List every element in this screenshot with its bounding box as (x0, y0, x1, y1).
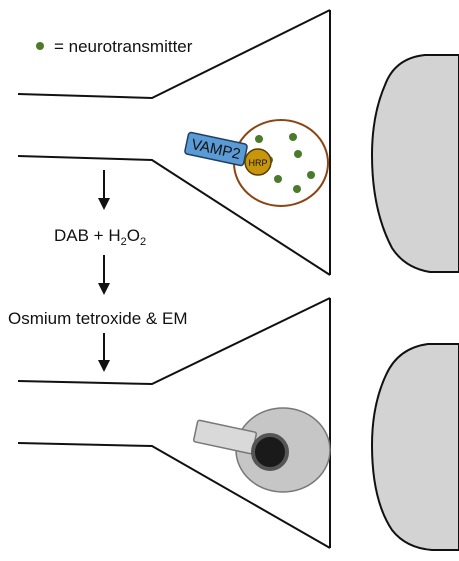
neurotransmitter-dot (255, 135, 263, 143)
hrp-enzyme (244, 148, 272, 176)
legend-neurotransmitter-dot (36, 42, 44, 50)
top-presynaptic-outline-upper (17, 9, 331, 100)
neurotransmitter-dot (293, 185, 301, 193)
legend-label: = neurotransmitter (54, 37, 193, 56)
vamp2-protein: VAMP2 (184, 131, 248, 167)
bottom-presynaptic-outline-upper (17, 297, 331, 386)
step2-label: Osmium tetroxide & EM (8, 309, 188, 328)
bottom-postsynaptic-cell (370, 343, 459, 551)
neurotransmitter-dot (289, 133, 297, 141)
top-presynaptic-outline-lower (17, 155, 331, 276)
neurotransmitter-dot (307, 171, 315, 179)
hrp-label: HRP (248, 158, 267, 168)
down-arrow-2 (98, 255, 110, 295)
neurotransmitter-dot (294, 150, 302, 158)
down-arrow-1 (98, 170, 110, 210)
top-postsynaptic-cell (370, 54, 459, 273)
dense-dab-deposit (251, 433, 289, 471)
neurotransmitter-dot (274, 175, 282, 183)
step1-label: DAB + H2O2 (54, 226, 146, 248)
down-arrow-3 (98, 333, 110, 372)
bottom-presynaptic-outline-lower (17, 442, 331, 549)
